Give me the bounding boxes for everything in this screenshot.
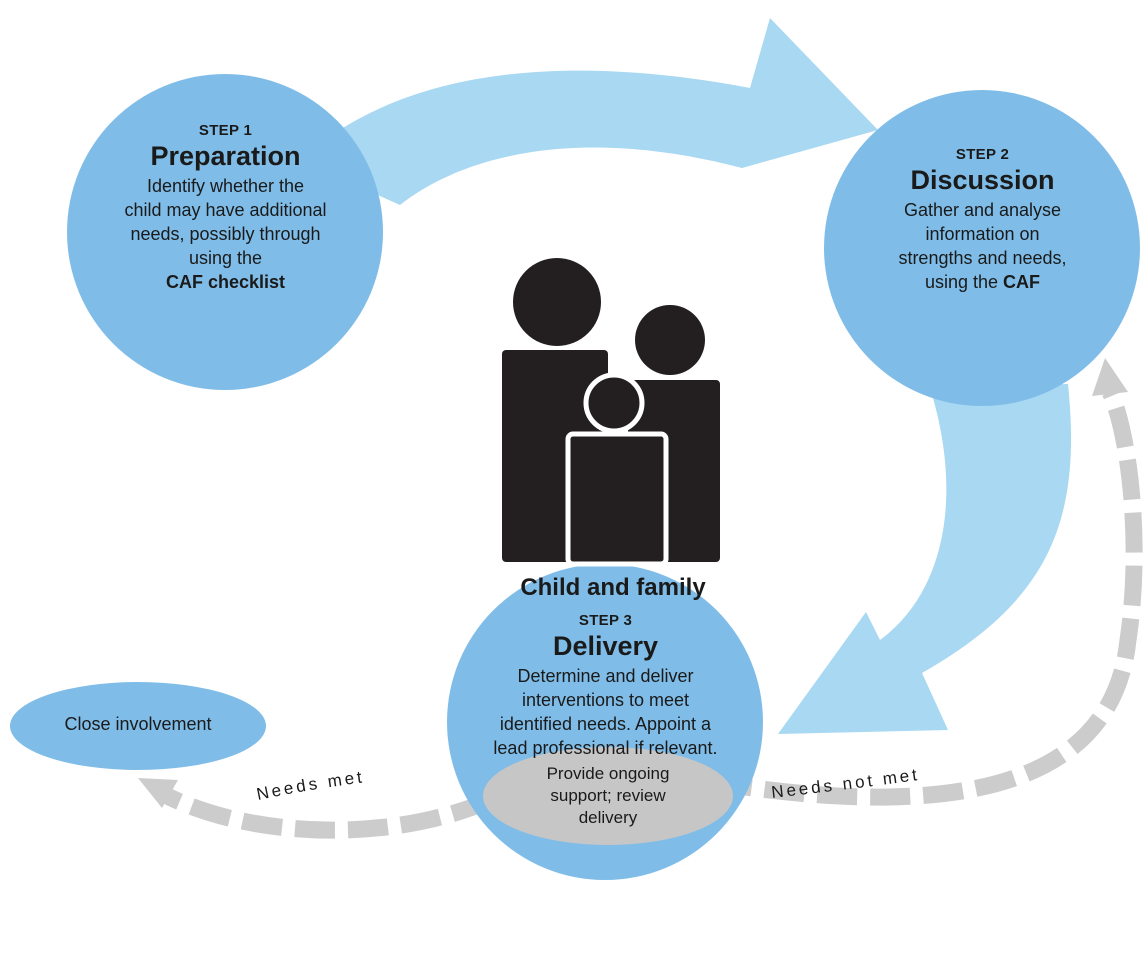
step1-desc-line: needs, possibly through [130,224,321,244]
step3-text: STEP 3 Delivery Determine and deliver in… [463,612,748,760]
family-icon [502,258,720,567]
step3-desc-line: Determine and deliver [517,666,694,686]
step3-desc-line: interventions to meet [521,690,690,710]
dashed-arrow-needs-not-met [710,388,1143,806]
step1-desc-line: child may have additional [124,200,327,220]
step3-desc-line: identified needs. Appoint a [499,714,712,734]
step2-desc-prefix: using the [924,272,1004,292]
step2-desc-line: Gather and analyse [903,200,1062,220]
step2-title: Discussion [910,165,1055,195]
step2-desc-line: strengths and needs, [898,248,1067,268]
step1-text: STEP 1 Preparation Identify whether the … [88,122,363,294]
support-line: delivery [578,808,638,827]
step3-desc-line: lead professional if relevant. [493,738,718,758]
arrow-step2-to-step3 [778,384,1072,734]
support-label: Provide ongoing support; review delivery [508,763,708,829]
needs-met-arrowhead [138,778,178,808]
step2-description: Gather and analyse information on streng… [845,198,1120,294]
step2-desc-last-line: using the CAF [845,270,1120,294]
step1-desc-line: using the [188,248,263,268]
step1-circle [67,74,383,390]
step3-title: Delivery [552,631,659,661]
arrow-step1-to-step2 [300,18,878,205]
step1-desc-bold: CAF checklist [165,272,286,292]
step1-desc-line: Identify whether the [146,176,305,196]
step3-description: Determine and deliver interventions to m… [463,664,748,760]
needs-not-met-arrowhead [1092,358,1128,396]
step1-description: Identify whether the child may have addi… [88,174,363,294]
step2-label: STEP 2 [955,146,1010,163]
close-involvement-ellipse [10,682,266,770]
support-line: support; review [550,786,666,805]
support-line: Provide ongoing [546,764,670,783]
dashed-arrow-needs-met [161,787,494,839]
step2-text: STEP 2 Discussion Gather and analyse inf… [845,146,1120,294]
step1-label: STEP 1 [198,122,253,139]
needs-met-label: Needs met [255,767,366,804]
close-involvement-label: Close involvement [64,714,212,734]
step3-label: STEP 3 [578,612,633,629]
step1-title: Preparation [150,141,301,171]
family-label: Child and family [520,574,706,601]
step2-desc-bold: CAF [1003,272,1041,292]
support-ellipse [483,747,733,845]
step2-circle [824,90,1140,406]
step2-desc-line: information on [925,224,1040,244]
